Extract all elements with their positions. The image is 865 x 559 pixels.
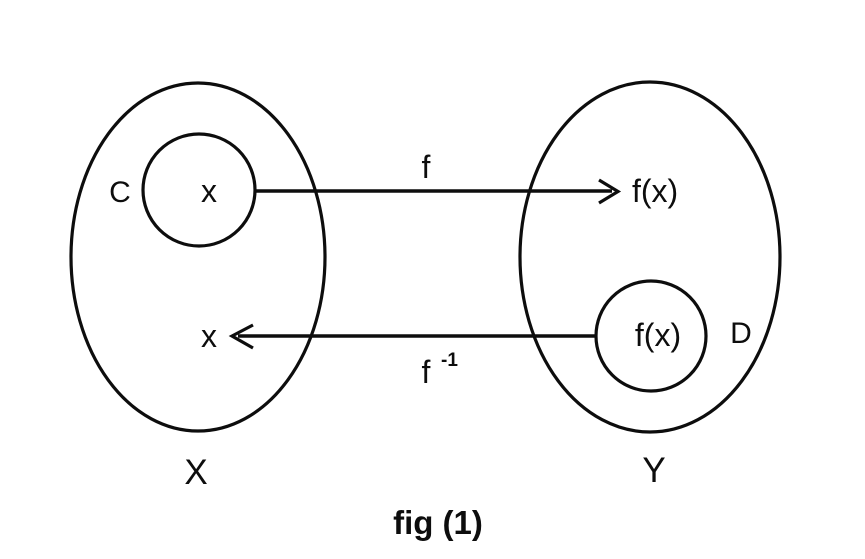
forward-target-fx-label: f(x)	[632, 173, 678, 209]
forward-function-label: f	[422, 149, 431, 185]
inverse-function-superscript: -1	[441, 350, 458, 371]
subset-c-circle	[141, 132, 257, 248]
element-x-label: x	[201, 173, 217, 209]
subset-c-label: C	[109, 176, 131, 209]
inverse-arrowhead-icon	[228, 323, 254, 350]
figure-caption: fig (1)	[393, 504, 483, 541]
inverse-function-label: f	[422, 354, 431, 390]
inverse-target-x-label: x	[201, 318, 217, 354]
subset-d-circle	[594, 279, 708, 393]
subset-fx-label: f(x)	[635, 317, 681, 353]
set-x-ellipse	[69, 81, 327, 433]
set-y-label: Y	[642, 451, 665, 490]
set-x-label: X	[184, 453, 207, 492]
subset-d-label: D	[730, 317, 752, 350]
forward-arrowhead-icon	[598, 178, 622, 205]
set-y-ellipse	[518, 80, 782, 434]
